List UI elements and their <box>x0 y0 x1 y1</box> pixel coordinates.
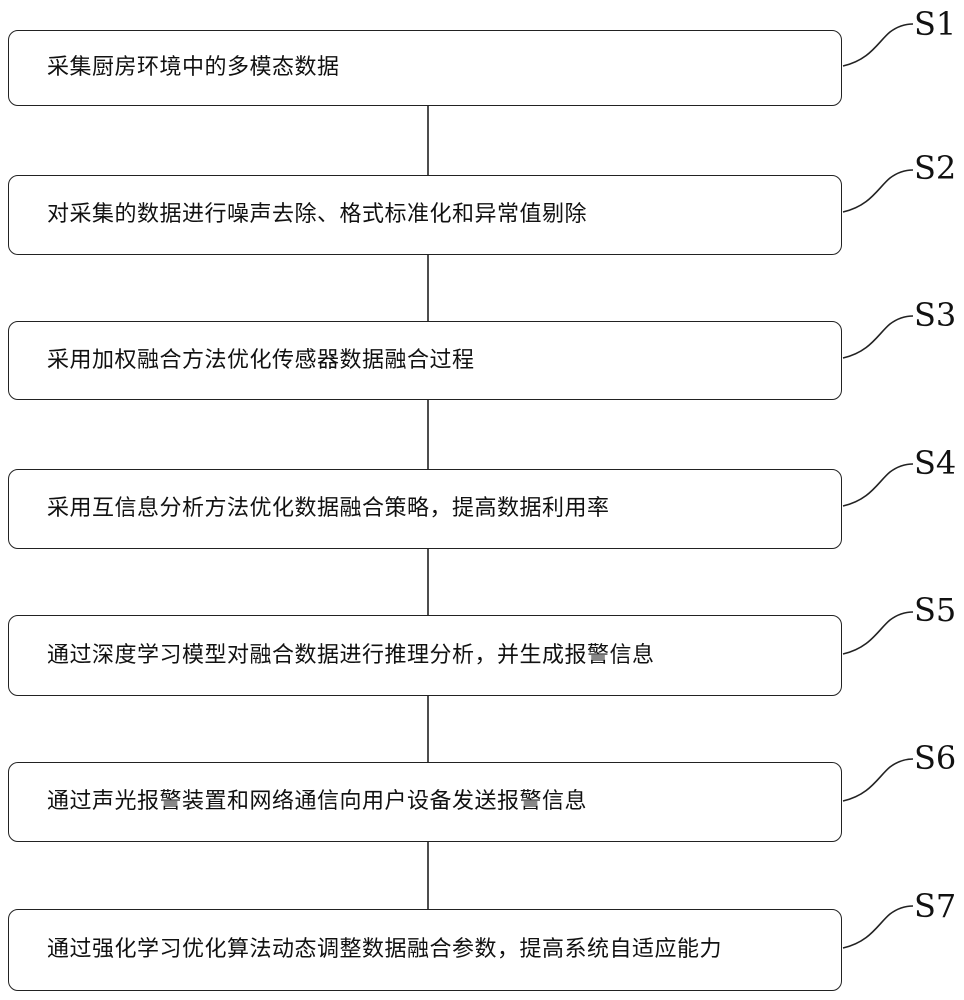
step-label-s5: S5 <box>914 591 957 629</box>
step-box-s2: 对采集的数据进行噪声去除、格式标准化和异常值剔除 <box>8 175 842 255</box>
step-box-s4: 采用互信息分析方法优化数据融合策略，提高数据利用率 <box>8 469 842 549</box>
leader-line-s2 <box>842 169 914 213</box>
step-label-s6: S6 <box>914 739 957 777</box>
step-text-s2: 对采集的数据进行噪声去除、格式标准化和异常值剔除 <box>47 202 588 227</box>
step-text-s7: 通过强化学习优化算法动态调整数据融合参数，提高系统自适应能力 <box>47 937 723 962</box>
step-label-s1: S1 <box>914 5 957 43</box>
step-text-s3: 采用加权融合方法优化传感器数据融合过程 <box>47 347 475 373</box>
step-label-s4: S4 <box>914 444 957 482</box>
step-text-s4: 采用互信息分析方法优化数据融合策略，提高数据利用率 <box>47 496 610 521</box>
step-box-s3: 采用加权融合方法优化传感器数据融合过程 <box>8 321 842 400</box>
step-label-s7: S7 <box>914 887 957 925</box>
step-text-s1: 采集厨房环境中的多模态数据 <box>47 55 340 80</box>
leader-line-s4 <box>842 463 914 507</box>
step-box-s5: 通过深度学习模型对融合数据进行推理分析，并生成报警信息 <box>8 615 842 696</box>
step-text-s5: 通过深度学习模型对融合数据进行推理分析，并生成报警信息 <box>47 642 655 668</box>
leader-line-s3 <box>842 315 914 359</box>
step-box-s1: 采集厨房环境中的多模态数据 <box>8 30 842 106</box>
step-box-s7: 通过强化学习优化算法动态调整数据融合参数，提高系统自适应能力 <box>8 909 842 991</box>
step-box-s6: 通过声光报警装置和网络通信向用户设备发送报警信息 <box>8 762 842 842</box>
step-label-s3: S3 <box>914 296 957 334</box>
leader-line-s5 <box>842 611 914 655</box>
step-text-s6: 通过声光报警装置和网络通信向用户设备发送报警信息 <box>47 789 588 814</box>
leader-line-s7 <box>842 905 914 949</box>
leader-line-s1 <box>842 23 914 67</box>
step-label-s2: S2 <box>914 149 957 187</box>
leader-line-s6 <box>842 758 914 802</box>
